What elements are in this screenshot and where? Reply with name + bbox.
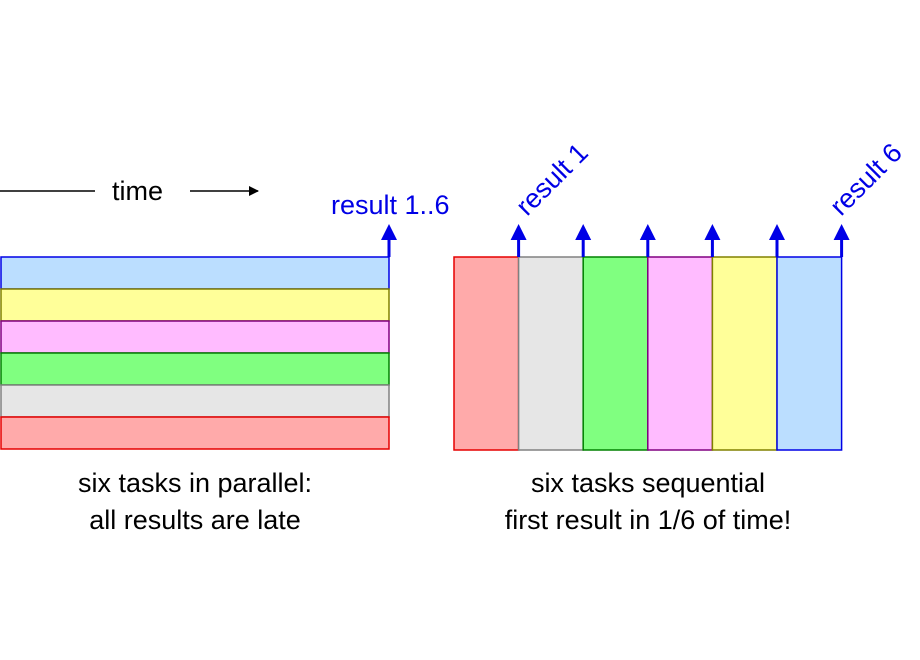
sequential-first-result-label: result 1 <box>510 137 594 221</box>
parallel-task-bar-3 <box>0 320 390 354</box>
sequential-result-arrow-3-head <box>639 224 656 240</box>
parallel-result-label: result 1..6 <box>331 190 450 220</box>
parallel-task-bar-4 <box>0 352 390 386</box>
time-label: time <box>112 176 163 206</box>
parallel-tasks <box>0 256 390 450</box>
sequential-tasks <box>453 256 843 451</box>
sequential-task-bar-3 <box>582 256 649 451</box>
sequential-result-arrow-2-head <box>575 224 592 240</box>
sequential-result-arrow-5 <box>769 224 785 257</box>
time-axis: time <box>0 176 259 206</box>
sequential-task-bar-2 <box>517 256 584 451</box>
sequential-result-arrow-4-head <box>704 224 721 240</box>
sequential-result-arrows <box>510 224 850 257</box>
sequential-result-arrow-4 <box>704 224 721 257</box>
sequential-result-arrow-3 <box>639 224 656 257</box>
sequential-task-bar-1 <box>453 256 520 451</box>
sequential-task-bar-5 <box>711 256 778 451</box>
parallel-task-bar-6 <box>0 416 390 450</box>
parallel-arrow <box>381 224 397 257</box>
parallel-arrow-head <box>381 224 397 240</box>
sequential-result-arrow-1-head <box>510 224 527 240</box>
sequential-result-arrow-2 <box>575 224 592 257</box>
parallel-task-bar-2 <box>0 288 390 322</box>
sequential-caption-line2: first result in 1/6 of time! <box>505 505 792 535</box>
sequential-result-arrow-1 <box>510 224 527 257</box>
parallel-caption-line2: all results are late <box>89 505 301 535</box>
sequential-result-arrow-6-head <box>833 224 850 240</box>
parallel-result: result 1..6 <box>331 190 450 257</box>
parallel-result-arrow <box>381 224 397 257</box>
sequential-task-bar-6 <box>776 256 843 451</box>
sequential-result-arrow-5-head <box>769 224 785 240</box>
sequential-last-result-label: result 6 <box>824 137 908 221</box>
parallel-caption-line1: six tasks in parallel: <box>78 468 312 498</box>
sequential-task-bar-4 <box>647 256 714 451</box>
sequential-caption-line1: six tasks sequential <box>531 468 765 498</box>
parallel-task-bar-5 <box>0 384 390 418</box>
sequential-result-arrow-6 <box>833 224 850 257</box>
parallel-task-bar-1 <box>0 256 390 290</box>
